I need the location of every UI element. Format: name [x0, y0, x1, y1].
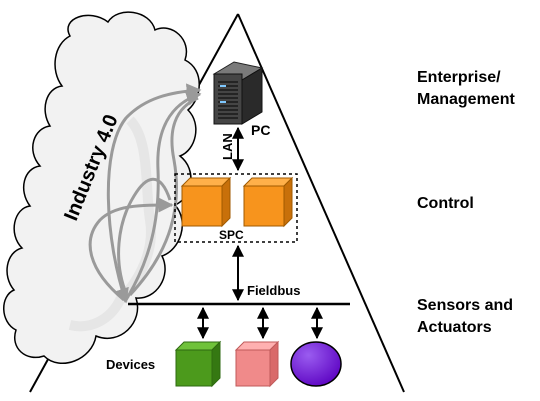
level-enterprise-line2: Management: [417, 91, 515, 108]
spc-dashed-box: [174, 173, 298, 243]
device-arrows: [197, 306, 323, 340]
level-sensors-line2: Actuators: [417, 319, 492, 336]
level-enterprise-line1: Enterprise/: [417, 69, 501, 86]
pc-label: PC: [251, 122, 270, 138]
spc-cube-right: [242, 176, 294, 228]
cloud-arrows: [88, 83, 202, 304]
server-icon: [212, 61, 264, 125]
lan-label: LAN: [220, 133, 235, 160]
fieldbus-label: Fieldbus: [247, 283, 300, 298]
device-purple-sphere: [290, 341, 342, 387]
level-control: Control: [417, 195, 474, 212]
industry-cloud-shape: [3, 11, 200, 365]
spc-label: SPC: [219, 228, 244, 242]
spc-cube-left: [180, 176, 232, 228]
device-green-cube: [174, 340, 222, 388]
devices-label: Devices: [106, 357, 155, 372]
device-pink-cube: [234, 340, 280, 388]
level-sensors-line1: Sensors and: [417, 297, 513, 314]
